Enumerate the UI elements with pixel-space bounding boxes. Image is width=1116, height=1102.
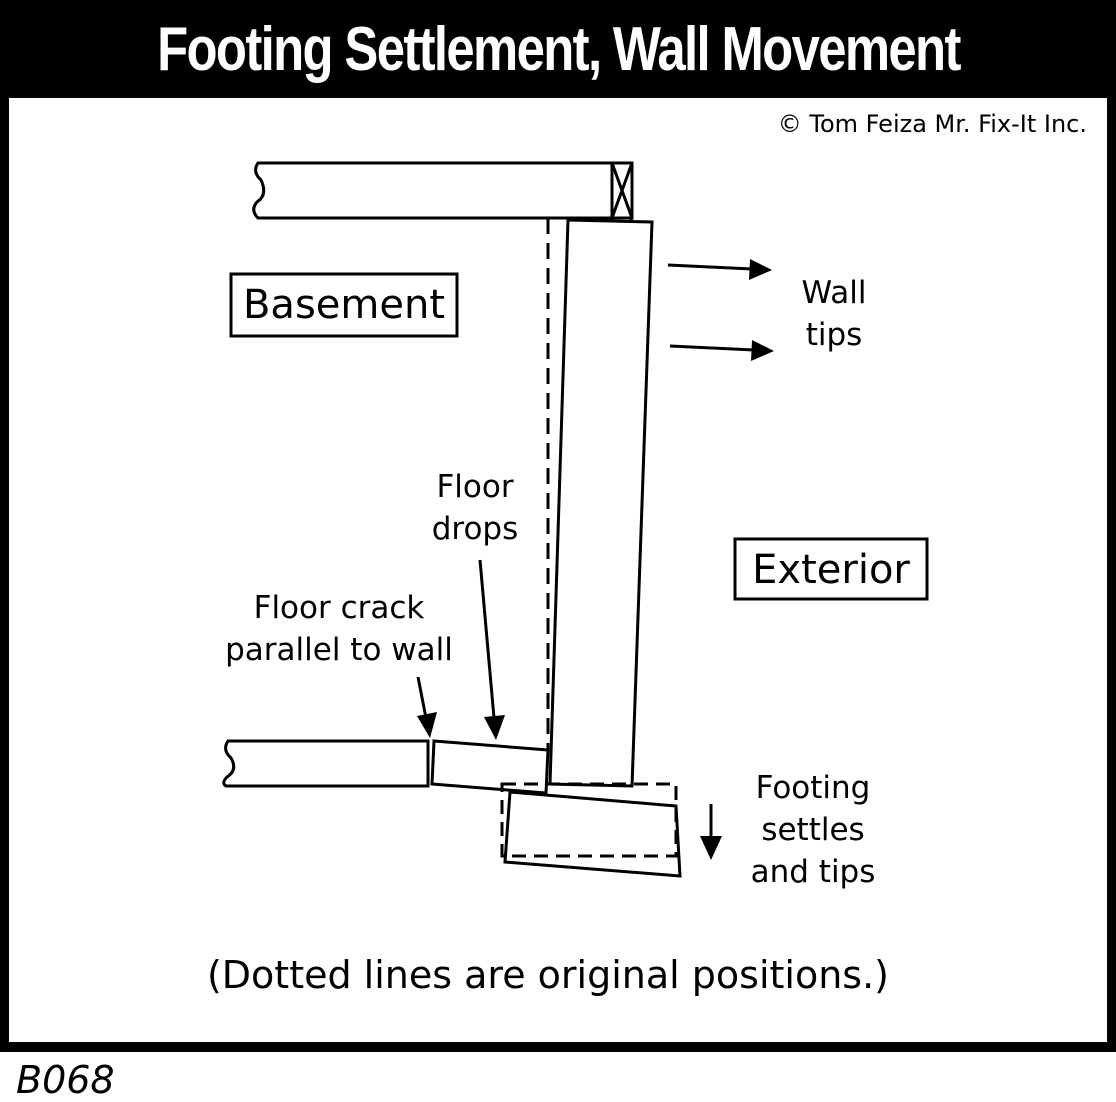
- floor-drops-label-line2: drops: [432, 511, 519, 547]
- exterior-box: [733, 537, 929, 601]
- footing-diagram: Basement Exterior Wall tips Floor drops …: [207, 161, 929, 997]
- floor-crack-arrow: [416, 676, 437, 738]
- rim-joist: [610, 161, 634, 220]
- tipped-footing: [503, 790, 682, 878]
- basement-box: [229, 272, 459, 338]
- basement-slab: [222, 739, 430, 788]
- footing-label-line3: and tips: [751, 854, 876, 890]
- image-code: B068: [16, 1058, 115, 1102]
- copyright-notice: © Tom Feiza Mr. Fix-It Inc.: [777, 110, 1087, 138]
- floor-joist: [252, 161, 612, 220]
- exterior-label: Exterior: [752, 547, 910, 593]
- tilted-wall: [548, 218, 654, 788]
- wall-tips-label-line2: tips: [806, 317, 863, 353]
- page-title: Footing Settlement, Wall Movement: [156, 14, 961, 84]
- footing-label-line2: settles: [761, 812, 864, 848]
- wall-tips-arrows: [667, 259, 774, 361]
- footing-settles-arrow: [700, 804, 722, 860]
- footing-label-line1: Footing: [756, 770, 871, 806]
- floor-drops-label-line1: Floor: [436, 469, 513, 505]
- rim-joist-cross: [610, 162, 634, 219]
- title-bar: Footing Settlement, Wall Movement: [0, 0, 1116, 98]
- floor-crack-label-line2: parallel to wall: [225, 632, 453, 668]
- dotted-lines-note: (Dotted lines are original positions.): [207, 953, 889, 997]
- floor-crack-label-line1: Floor crack: [254, 590, 425, 626]
- dropped-slab: [430, 739, 550, 795]
- floor-drops-arrow: [478, 559, 505, 740]
- basement-label: Basement: [243, 282, 445, 328]
- wall-tips-label-line1: Wall: [802, 275, 867, 311]
